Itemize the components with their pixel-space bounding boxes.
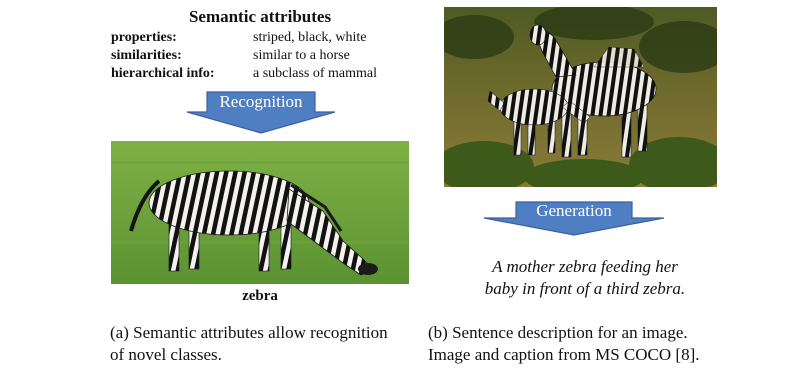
recognition-arrow-label: Recognition	[185, 90, 337, 114]
attribute-key: similarities:	[111, 47, 253, 65]
caption-a-line-1: (a) Semantic attributes allow recognitio…	[110, 322, 410, 344]
semantic-attributes-table: properties: striped, black, white simila…	[111, 29, 377, 83]
caption-b-line-1: (b) Sentence description for an image.	[428, 322, 788, 344]
caption-a-line-2: of novel classes.	[110, 344, 410, 366]
semantic-attributes-title: Semantic attributes	[0, 7, 520, 27]
caption-b-line-2: Image and caption from MS COCO [8].	[428, 344, 788, 366]
attribute-row-similarities: similarities: similar to a horse	[111, 47, 377, 65]
attribute-value: striped, black, white	[253, 29, 367, 47]
attribute-value: a subclass of mammal	[253, 65, 377, 83]
attribute-row-hierarchical-info: hierarchical info: a subclass of mammal	[111, 65, 377, 83]
generation-arrow-label: Generation	[482, 200, 666, 222]
generation-arrow: Generation	[482, 200, 666, 236]
recognition-arrow: Recognition	[185, 90, 337, 134]
attribute-key: hierarchical info:	[111, 65, 253, 83]
caption-b: (b) Sentence description for an image. I…	[428, 322, 788, 366]
generated-sentence: A mother zebra feeding her baby in front…	[430, 256, 740, 300]
caption-a: (a) Semantic attributes allow recognitio…	[110, 322, 410, 366]
generated-sentence-line-1: A mother zebra feeding her	[430, 256, 740, 278]
attribute-row-properties: properties: striped, black, white	[111, 29, 377, 47]
image-class-label: zebra	[111, 288, 409, 305]
attribute-value: similar to a horse	[253, 47, 350, 65]
zebras-family-image	[444, 7, 717, 187]
generated-sentence-line-2: baby in front of a third zebra.	[430, 278, 740, 300]
zebra-grazing-image	[111, 141, 409, 284]
attribute-key: properties:	[111, 29, 253, 47]
